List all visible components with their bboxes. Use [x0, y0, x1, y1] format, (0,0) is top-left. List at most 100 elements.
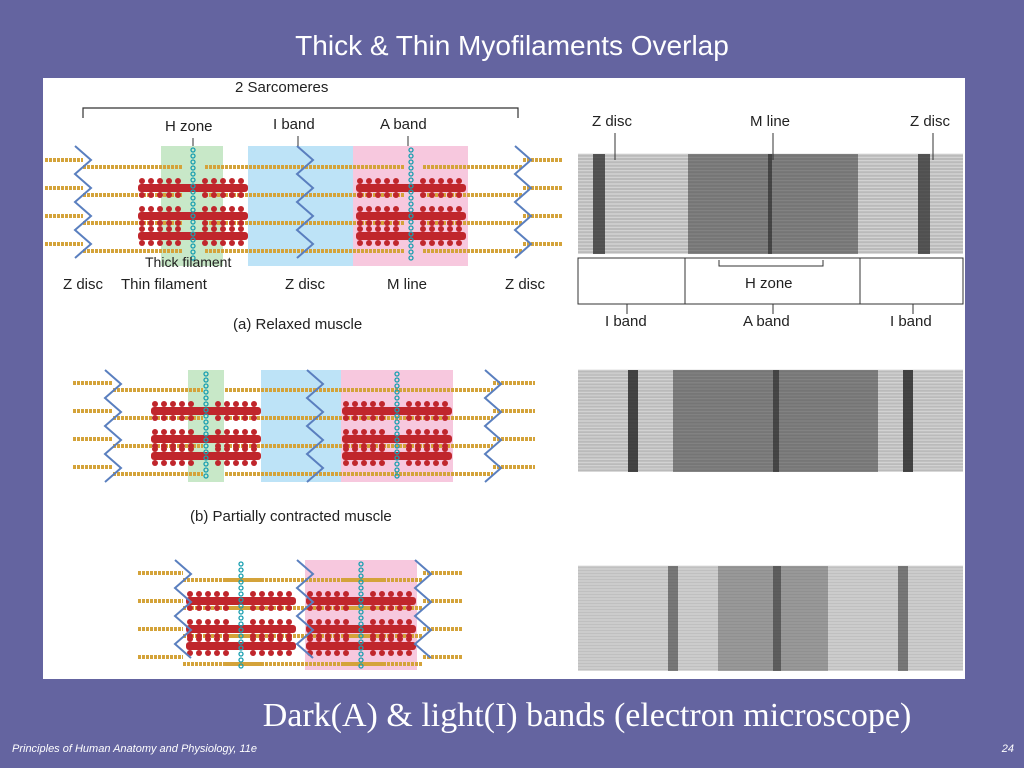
myosin-head: [251, 415, 257, 421]
myosin-head: [379, 446, 385, 452]
myosin-head: [442, 415, 448, 421]
myosin-head: [352, 429, 358, 435]
myosin-head: [214, 619, 220, 625]
myosin-head: [188, 429, 194, 435]
myosin-head: [375, 220, 381, 226]
myosin-head: [170, 446, 176, 452]
myosin-head: [397, 605, 403, 611]
m-line: [238, 585, 244, 591]
m-line: [238, 603, 244, 609]
myosin-head: [393, 192, 399, 198]
myosin-head: [370, 446, 376, 452]
myosin-head: [205, 650, 211, 656]
myosin-head: [429, 206, 435, 212]
myosin-head: [170, 460, 176, 466]
thick-filament: [151, 435, 261, 443]
em-band: [668, 566, 678, 671]
m-line: [394, 389, 400, 395]
m-line: [408, 225, 414, 231]
m-line: [408, 159, 414, 165]
myosin-head: [188, 401, 194, 407]
myosin-head: [420, 192, 426, 198]
myosin-head: [242, 446, 248, 452]
myosin-head: [352, 401, 358, 407]
myosin-head: [238, 226, 244, 232]
m-line: [394, 419, 400, 425]
myosin-head: [238, 192, 244, 198]
m-line: [394, 431, 400, 437]
myosin-head: [406, 415, 412, 421]
label-z-disc-left: Z disc: [63, 276, 104, 293]
myosin-head: [379, 591, 385, 597]
myosin-head: [375, 206, 381, 212]
thick-filament: [186, 625, 296, 633]
thick-filament: [306, 597, 416, 605]
m-line: [358, 651, 364, 657]
myosin-head: [442, 401, 448, 407]
em-band: [773, 370, 779, 472]
myosin-head: [415, 429, 421, 435]
myosin-head: [242, 401, 248, 407]
myosin-head: [157, 226, 163, 232]
figure-panel: 2 Sarcomeres H zone I band A band Thick …: [43, 78, 965, 679]
myosin-head: [157, 192, 163, 198]
m-line: [203, 377, 209, 383]
myosin-head: [456, 206, 462, 212]
z-disc: [305, 369, 325, 483]
m-line: [203, 395, 209, 401]
myosin-head: [175, 220, 181, 226]
myosin-head: [406, 460, 412, 466]
m-line: [203, 425, 209, 431]
m-line: [358, 639, 364, 645]
myosin-head: [259, 605, 265, 611]
m-line: [408, 165, 414, 171]
myosin-head: [343, 650, 349, 656]
myosin-head: [316, 605, 322, 611]
myosin-head: [223, 650, 229, 656]
m-line: [358, 657, 364, 663]
myosin-head: [343, 429, 349, 435]
m-line: [190, 231, 196, 237]
myosin-head: [157, 206, 163, 212]
label-thick-filament: Thick filament: [145, 254, 232, 270]
myosin-head: [456, 192, 462, 198]
m-line: [408, 201, 414, 207]
myosin-head: [179, 460, 185, 466]
myosin-head: [175, 240, 181, 246]
myosin-head: [393, 206, 399, 212]
z-disc: [483, 369, 503, 483]
myosin-head: [202, 178, 208, 184]
myosin-head: [268, 619, 274, 625]
myosin-head: [370, 429, 376, 435]
m-line: [238, 627, 244, 633]
myosin-head: [379, 429, 385, 435]
myosin-head: [139, 178, 145, 184]
myosin-head: [379, 401, 385, 407]
thick-filament: [342, 407, 452, 415]
m-line: [190, 183, 196, 189]
myosin-head: [214, 650, 220, 656]
m-line: [190, 213, 196, 219]
m-line: [190, 219, 196, 225]
myosin-head: [352, 460, 358, 466]
myosin-head: [438, 192, 444, 198]
myosin-head: [388, 636, 394, 642]
m-line: [190, 171, 196, 177]
myosin-head: [170, 401, 176, 407]
em-label-a-band: A band: [743, 313, 790, 330]
m-line: [394, 449, 400, 455]
myosin-head: [343, 401, 349, 407]
myosin-head: [148, 206, 154, 212]
myosin-head: [205, 619, 211, 625]
m-line: [408, 207, 414, 213]
myosin-head: [250, 636, 256, 642]
myosin-head: [148, 240, 154, 246]
myosin-head: [202, 220, 208, 226]
m-line: [190, 243, 196, 249]
myosin-head: [393, 220, 399, 226]
m-line: [203, 461, 209, 467]
myofilament-diagram: [45, 107, 964, 671]
label-h-zone: H zone: [165, 118, 213, 135]
myosin-head: [277, 650, 283, 656]
myosin-head: [352, 415, 358, 421]
